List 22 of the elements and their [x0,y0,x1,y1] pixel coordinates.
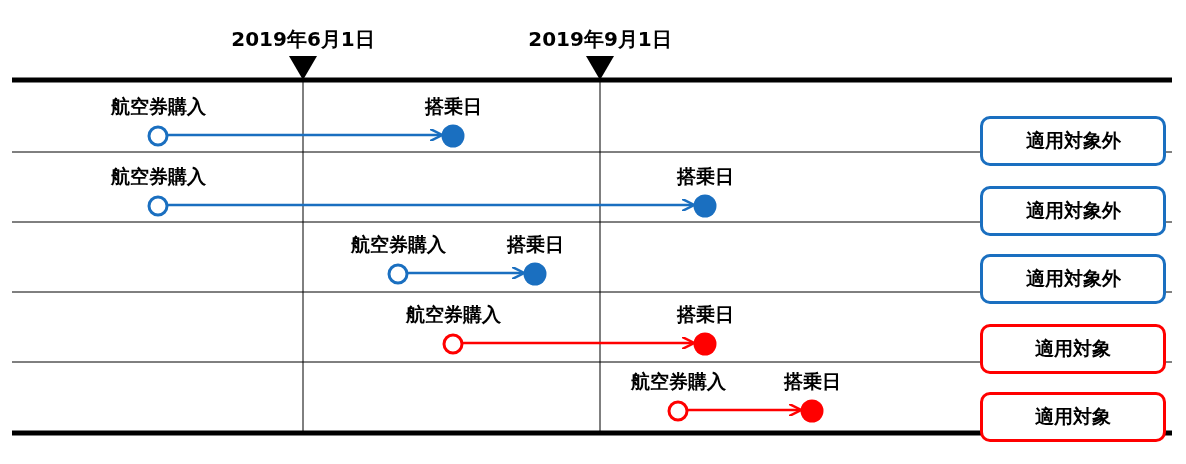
event-label: 搭乗日 [676,302,734,326]
date-label: 2019年6月1日 [231,26,375,53]
event-label: 航空券購入 [630,369,726,393]
status-box: 適用対象外 [980,186,1166,236]
status-box: 適用対象 [980,324,1166,374]
date-label: 2019年9月1日 [528,26,672,53]
event-label: 航空券購入 [110,164,206,188]
event-label: 搭乗日 [506,232,564,256]
arrow [168,197,696,213]
event-label: 搭乗日 [783,369,841,393]
arrow [463,335,696,351]
event-label: 搭乗日 [676,164,734,188]
status-box: 適用対象外 [980,254,1166,304]
arrow [688,402,803,418]
event-label: 航空券購入 [405,302,501,326]
event-label: 航空券購入 [110,94,206,118]
status-box: 適用対象外 [980,116,1166,166]
arrow [408,265,526,281]
status-box: 適用対象 [980,392,1166,442]
arrow [168,127,444,143]
event-label: 航空券購入 [350,232,446,256]
event-label: 搭乗日 [424,94,482,118]
